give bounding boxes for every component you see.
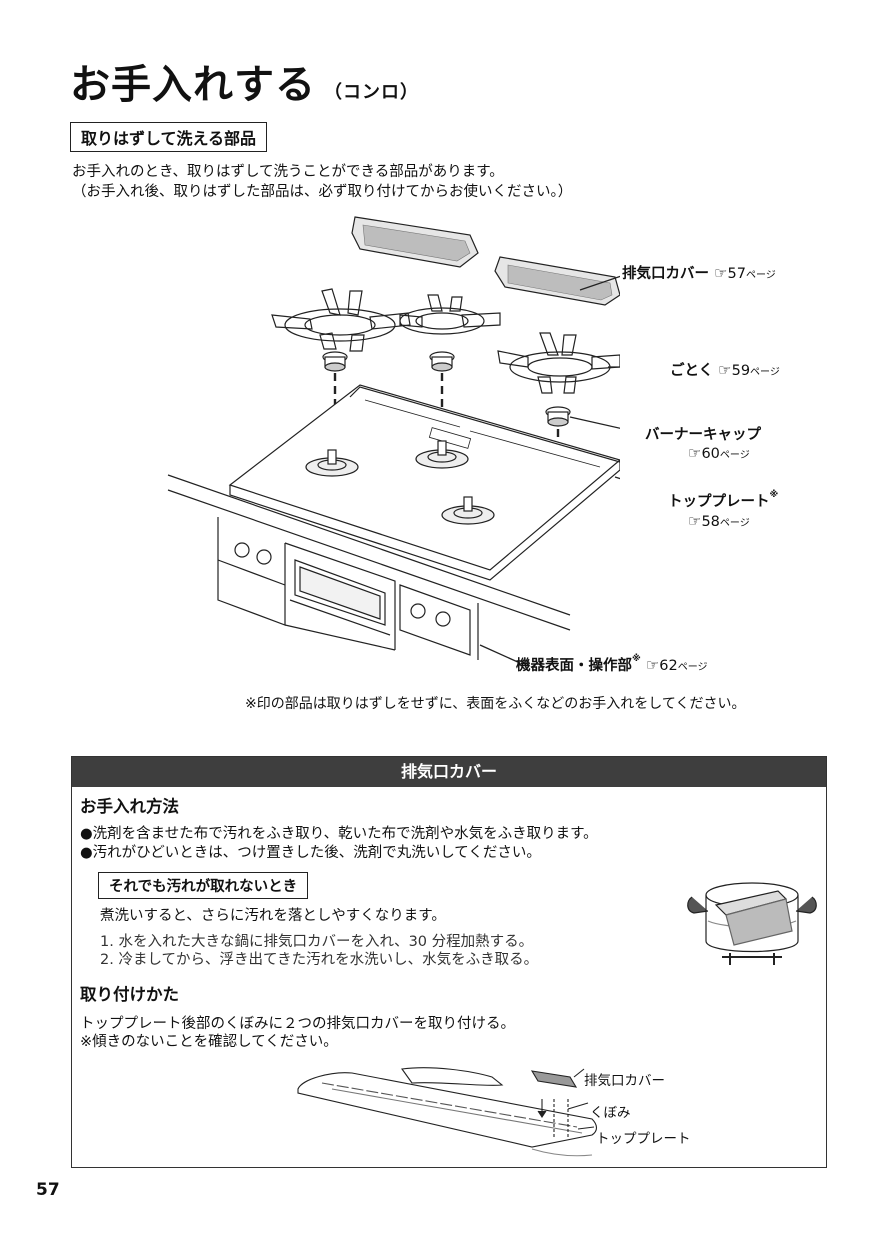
label-burner-cap: バーナーキャップ: [645, 427, 761, 443]
page-title: お手入れする（コンロ）: [70, 62, 419, 108]
step-2: 2. 冷ましてから、浮き出てきた汚れを水洗いし、水気をふき取る。: [100, 952, 539, 968]
counter-top: [167, 474, 571, 631]
burner-cap-right: [545, 406, 571, 427]
install-label-vent-cover: 排気口カバー: [584, 1073, 665, 1089]
care-bullet-1: ●洗剤を含ませた布で汚れをふき取り、乾いた布で洗剤や水気をふき取ります。: [80, 826, 598, 842]
cabinet-front: [217, 517, 479, 660]
label-vent-cover: 排気口カバー ☞57ページ: [622, 264, 776, 282]
burner-base-left: [305, 449, 359, 477]
page-subtitle: （コンロ）: [324, 82, 419, 103]
stove-illustration: [167, 216, 620, 664]
label-top-plate-ref: ☞58ページ: [688, 512, 750, 530]
install-text-1: トッププレート後部のくぼみに２つの排気口カバーを取り付ける。: [80, 1016, 515, 1032]
leader-lines: [479, 275, 620, 664]
intro-line-1: お手入れのとき、取りはずして洗うことができる部品があります。: [72, 164, 504, 180]
care-bullet-2: ●汚れがひどいときは、つけ置きした後、洗剤で丸洗いしてください。: [80, 845, 541, 861]
burner-base-middle: [415, 440, 469, 469]
vent-cover-left: [351, 216, 479, 268]
vent-cover-panel: 排気口カバー お手入れ方法 ●洗剤を含ませた布で汚れをふき取り、乾いた布で洗剤や…: [71, 756, 827, 1168]
finger-pointer-icon: ☞: [645, 656, 660, 674]
top-plate: [228, 384, 620, 581]
finger-pointer-icon: ☞: [688, 512, 702, 530]
label-top-plate: トッププレート※: [668, 490, 779, 510]
finger-pointer-icon: ☞: [688, 444, 702, 462]
finger-pointer-icon: ☞: [714, 264, 728, 282]
finger-pointer-icon: ☞: [718, 361, 732, 379]
install-text-2: ※傾きのないことを確認してください。: [80, 1034, 338, 1050]
intro-line-2: （お手入れ後、取りはずした部品は、必ず取り付けてからお使いください。）: [72, 184, 573, 200]
page-ref[interactable]: 60: [701, 446, 720, 462]
install-illustration: [297, 1067, 598, 1157]
page-number: 57: [36, 1180, 60, 1200]
page-ref[interactable]: 58: [701, 514, 720, 530]
page-ref[interactable]: 59: [731, 363, 751, 379]
page-ref[interactable]: 57: [727, 266, 746, 282]
page-ref[interactable]: 62: [659, 658, 678, 674]
boil-text: 煮洗いすると、さらに汚れを落としやすくなります。: [100, 908, 446, 924]
install-label-top-plate: トッププレート: [596, 1131, 691, 1147]
burner-cap-middle: [429, 351, 455, 372]
vent-cover-right: [494, 256, 620, 306]
parts-intro: お手入れのとき、取りはずして洗うことができる部品があります。 （お手入れ後、取り…: [72, 162, 572, 202]
install-heading: 取り付けかた: [80, 985, 179, 1004]
still-dirty-heading: それでも汚れが取れないとき: [98, 872, 309, 899]
label-trivet: ごとく ☞59ページ: [670, 361, 780, 379]
parts-heading: 取りはずして洗える部品: [70, 122, 268, 152]
note-asterisk: ※印の部品は取りはずしをせずに、表面をふくなどのお手入れをしてください。: [245, 696, 746, 712]
panel-header: 排気口カバー: [72, 757, 826, 787]
care-heading: お手入れ方法: [80, 797, 179, 816]
trivet-middle: [399, 294, 501, 335]
trivet-right: [497, 332, 620, 394]
burner-base-front: [441, 496, 495, 525]
step-1: 1. 水を入れた大きな鍋に排気口カバーを入れ、30 分程加熱する。: [100, 934, 534, 950]
trivet-left: [271, 288, 411, 352]
label-control-panel: 機器表面・操作部※ ☞62ページ: [516, 654, 708, 674]
pot-illustration: [687, 882, 817, 965]
install-label-recess: くぼみ: [590, 1105, 631, 1121]
label-burner-cap-ref: ☞60ページ: [688, 444, 750, 462]
burner-cap-left: [322, 351, 348, 372]
